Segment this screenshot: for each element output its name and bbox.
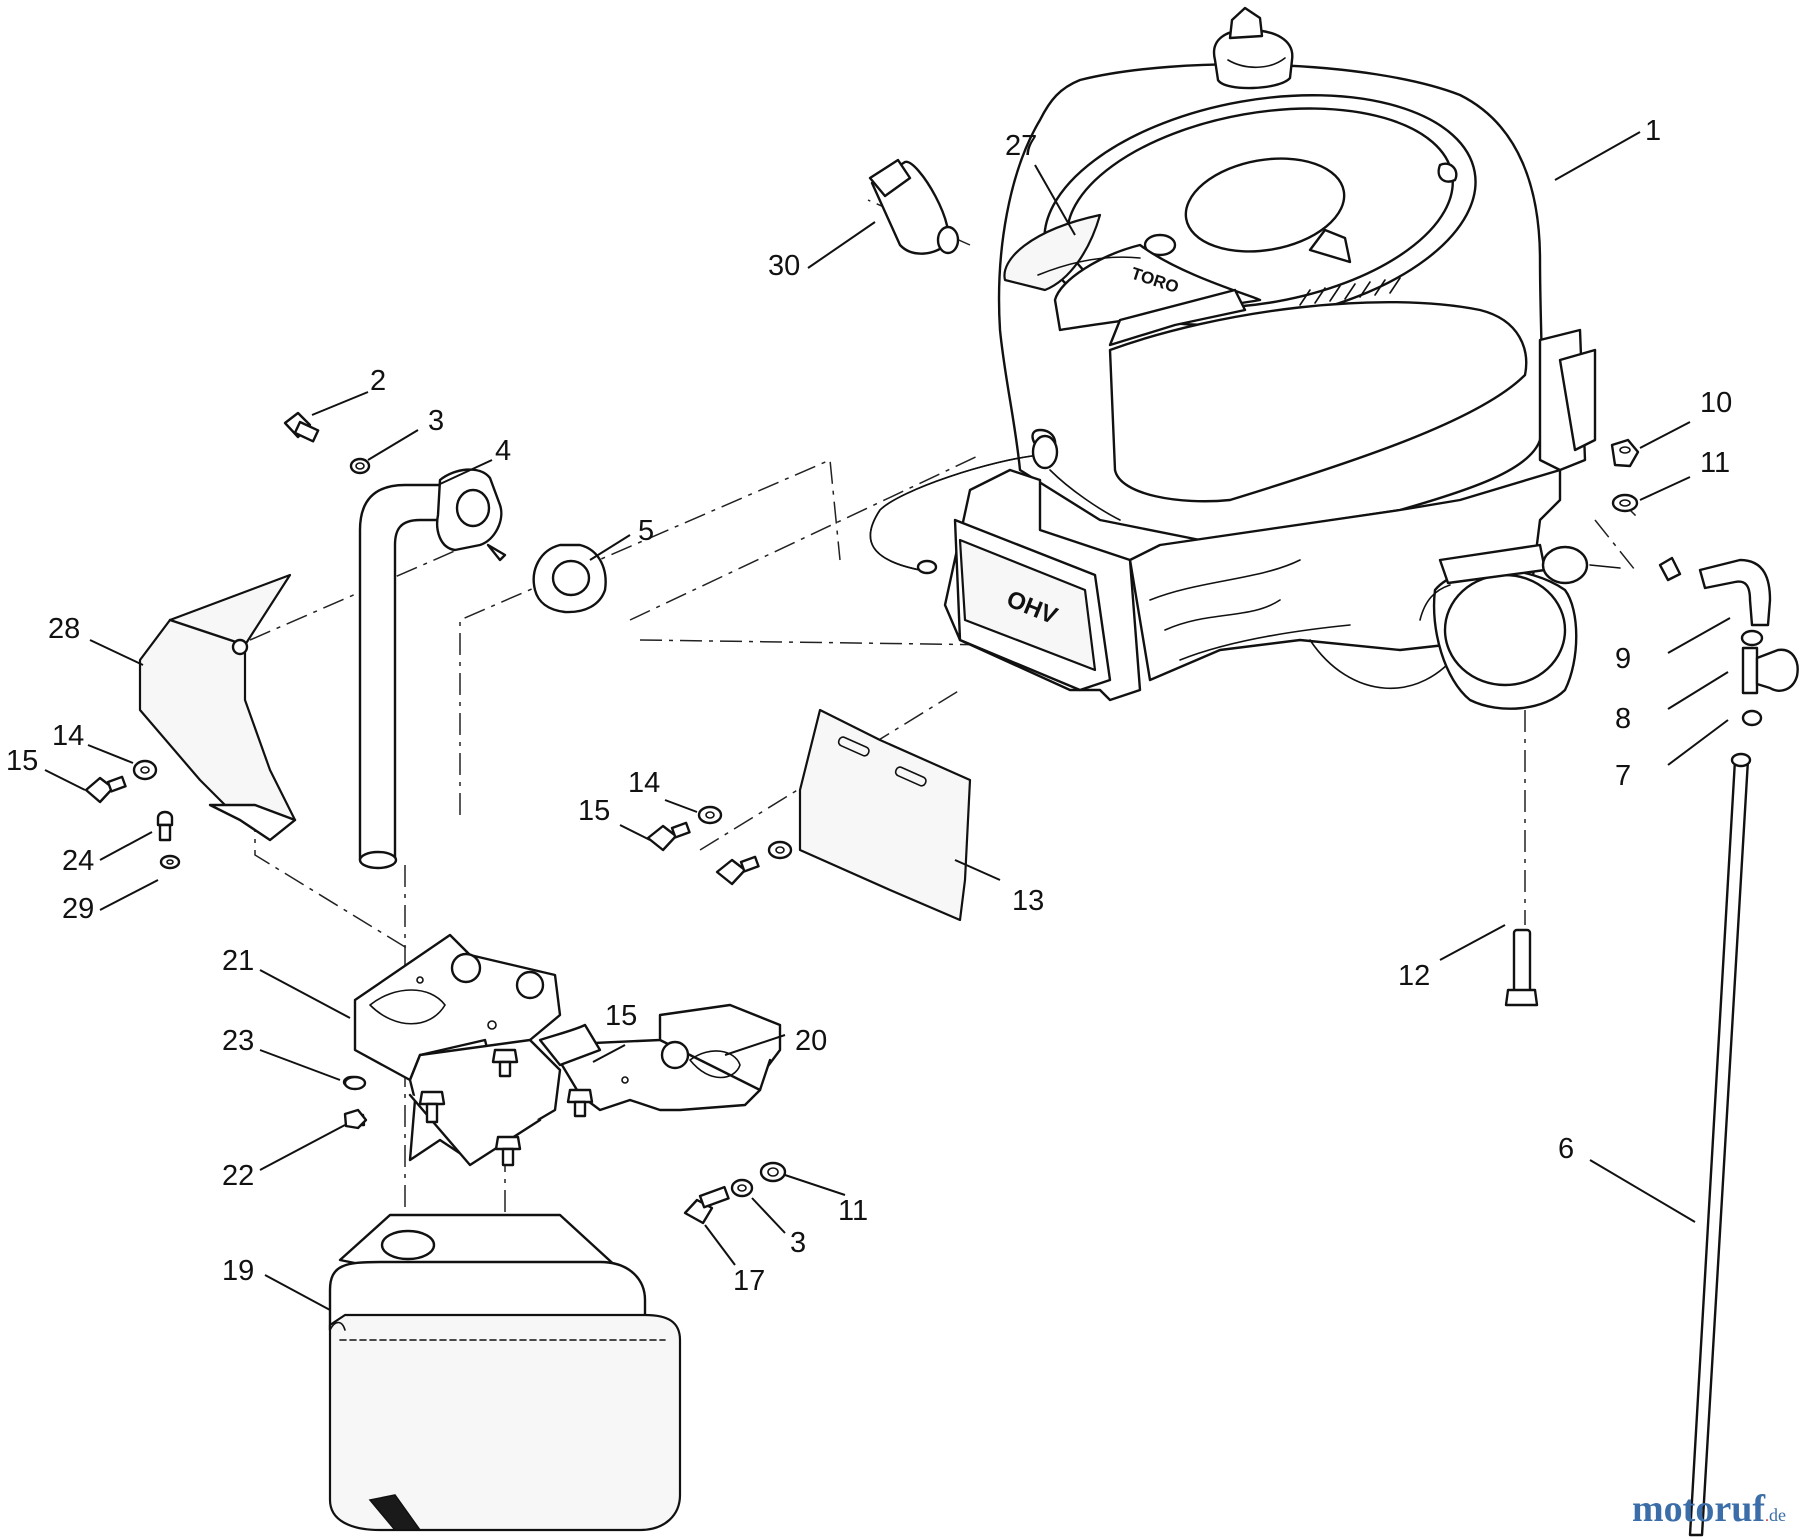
- leader-lines: [44, 131, 1731, 1311]
- bolt-12[interactable]: [1504, 928, 1539, 1007]
- callout-14-left: 14: [52, 720, 84, 752]
- exhaust-pipe[interactable]: [358, 468, 507, 870]
- callout-15-bracket: 15: [605, 1000, 637, 1032]
- vent-grille: [1299, 277, 1401, 306]
- nut-22[interactable]: [343, 1108, 368, 1130]
- washer-3-top[interactable]: [349, 457, 371, 475]
- shield-plate[interactable]: [798, 708, 972, 922]
- muffler[interactable]: [328, 1213, 682, 1532]
- callout-21: 21: [222, 945, 254, 977]
- fuel-line[interactable]: [1688, 752, 1752, 1537]
- washer-23[interactable]: [343, 1075, 367, 1091]
- callout-2: 2: [370, 365, 386, 397]
- muffler-bracket-left[interactable]: [353, 933, 562, 1167]
- watermark-dot: .: [1765, 1508, 1769, 1525]
- callout-11-right: 11: [1700, 447, 1730, 479]
- bolt-13-lower[interactable]: [715, 855, 760, 886]
- fuel-hose-loop: [869, 434, 1461, 690]
- callout-4: 4: [495, 435, 511, 467]
- callout-27: 27: [1005, 130, 1037, 162]
- hose-clamp-8[interactable]: [1740, 629, 1764, 647]
- callout-23: 23: [222, 1025, 254, 1057]
- callout-5: 5: [638, 515, 654, 547]
- callout-14-middle: 14: [628, 767, 660, 799]
- callout-28: 28: [48, 613, 80, 645]
- engine-shroud[interactable]: TORO: [997, 63, 1544, 542]
- callout-22: 22: [222, 1160, 254, 1192]
- fuel-inlet[interactable]: [1438, 543, 1621, 585]
- callout-17: 17: [733, 1265, 765, 1297]
- callout-9: 9: [1615, 643, 1631, 675]
- watermark-tld: de: [1769, 1505, 1786, 1525]
- callout-24: 24: [62, 845, 94, 877]
- fuel-cap[interactable]: [1212, 6, 1294, 90]
- exhaust-gasket[interactable]: [532, 543, 607, 614]
- callout-12: 12: [1398, 960, 1430, 992]
- callout-15-middle: 15: [578, 795, 610, 827]
- washer-14-middle[interactable]: [697, 805, 723, 825]
- washer-13-lower[interactable]: [767, 840, 793, 860]
- callout-7: 7: [1615, 760, 1631, 792]
- callout-10: 10: [1700, 387, 1732, 419]
- callout-13: 13: [1012, 885, 1044, 917]
- watermark: motoruf.de: [1632, 1487, 1786, 1531]
- nut-10[interactable]: [1610, 438, 1640, 468]
- bolt-15-middle[interactable]: [646, 821, 691, 852]
- callout-3-bottom: 3: [790, 1227, 806, 1259]
- heat-shield[interactable]: [138, 573, 297, 842]
- washer-29[interactable]: [159, 854, 181, 870]
- washer-3-bottom[interactable]: [730, 1178, 754, 1198]
- fuel-shutoff-valve[interactable]: [1741, 646, 1799, 727]
- bolt-17[interactable]: [683, 1185, 730, 1225]
- callout-1: 1: [1645, 115, 1661, 147]
- callout-29: 29: [62, 893, 94, 925]
- bolt-15-left[interactable]: [84, 775, 127, 804]
- callout-8: 8: [1615, 703, 1631, 735]
- callout-3-top: 3: [428, 405, 444, 437]
- washer-11-right[interactable]: [1611, 493, 1639, 513]
- bolt-2[interactable]: [283, 411, 320, 443]
- muffler-bracket-right[interactable]: [538, 1003, 782, 1112]
- hose-elbow[interactable]: [1658, 556, 1772, 627]
- callout-11-bottom: 11: [838, 1195, 868, 1227]
- oil-filter[interactable]: [1419, 568, 1578, 710]
- bolt-24[interactable]: [156, 810, 174, 842]
- watermark-name: motoruf: [1632, 1488, 1765, 1530]
- callout-labels: 1 27 30 2 3 4 5 10 11 9 8 7 6 12 13 28 1…: [6, 115, 1732, 1297]
- washer-11-bottom[interactable]: [759, 1161, 787, 1183]
- callout-30: 30: [768, 250, 800, 282]
- spark-plug[interactable]: [868, 158, 960, 255]
- callout-15-left: 15: [6, 745, 38, 777]
- callout-19: 19: [222, 1255, 254, 1287]
- washer-14-left[interactable]: [132, 759, 158, 781]
- callout-20: 20: [795, 1025, 827, 1057]
- callout-6: 6: [1558, 1133, 1574, 1165]
